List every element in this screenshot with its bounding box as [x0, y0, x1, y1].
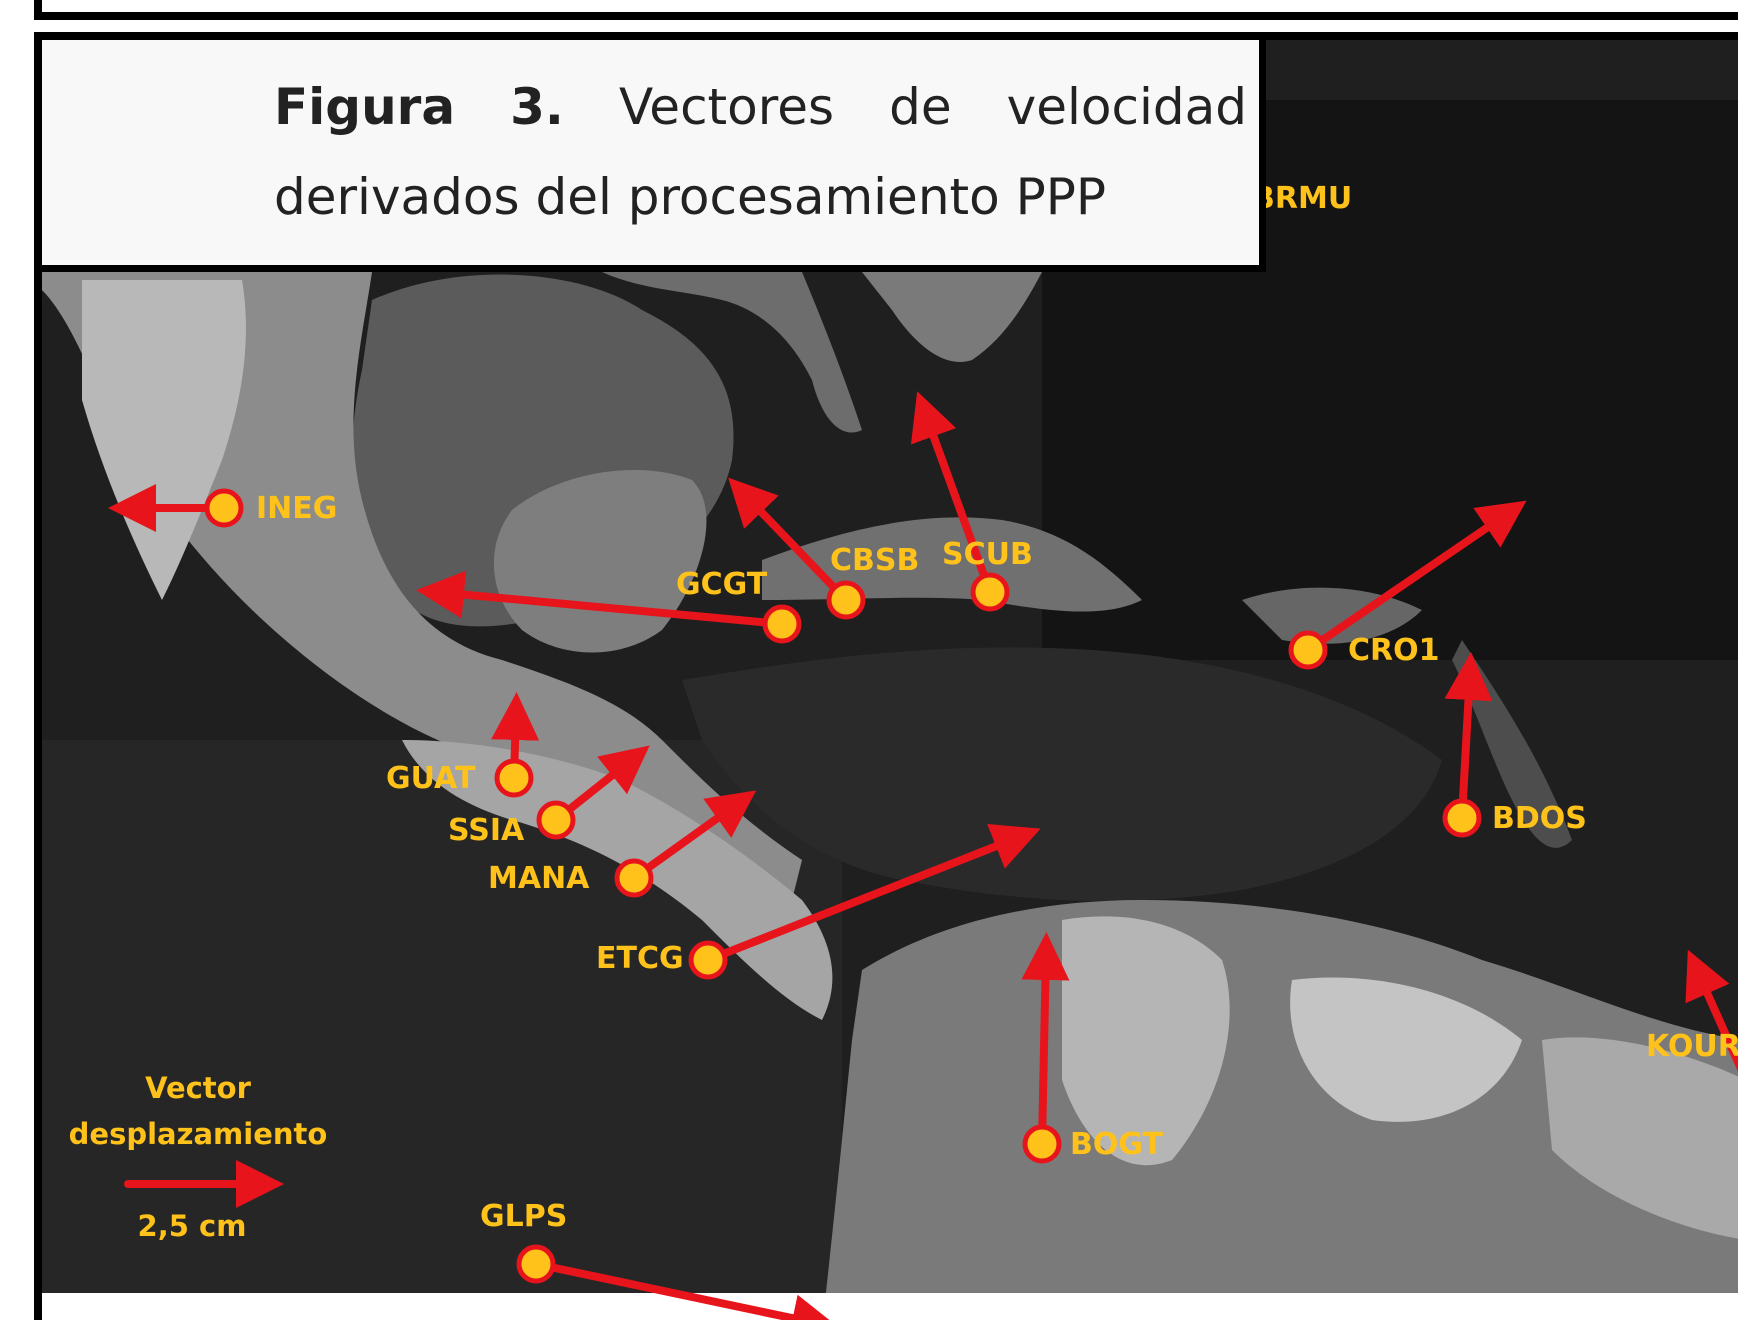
legend-line2: desplazamiento [69, 1117, 328, 1151]
venezuela-highlights [1290, 977, 1522, 1122]
station-label-brmu: BRMU [1252, 181, 1352, 216]
station-marker-gcgt [762, 604, 802, 644]
vector-scub [910, 391, 994, 596]
vector-gcgt [416, 570, 786, 628]
caption-word-2: de [889, 78, 952, 136]
caption-word-1: Vectores [618, 78, 835, 136]
station-marker-ineg [204, 488, 244, 528]
us-south-coast [862, 272, 1042, 362]
vector-etcg [704, 823, 1041, 964]
station-label-mana: MANA [488, 861, 590, 896]
station-label-etcg: ETCG [596, 941, 684, 976]
caribbean-sea [682, 647, 1442, 901]
vector-bogt [1021, 932, 1070, 1148]
caption-line-1: Figura 3. Vectores de velocidad [274, 78, 1247, 136]
station-label-bdos: BDOS [1492, 801, 1587, 836]
south-america-land [822, 900, 1738, 1320]
velocity-vectors [108, 40, 1738, 1320]
station-label-bogt: BOGT [1070, 1127, 1163, 1162]
caption-figure-number: 3. [510, 78, 564, 136]
station-marker-scub [970, 572, 1010, 612]
station-label-glps: GLPS [480, 1199, 567, 1234]
vector-cbsb [728, 477, 850, 604]
station-label-ineg: INEG [256, 491, 337, 526]
caption-line-2: derivados del procesamiento PPP [274, 168, 1107, 226]
station-marker-ssia [536, 800, 576, 840]
station-label-gcgt: GCGT [676, 567, 768, 602]
station-label-guat: GUAT [386, 761, 476, 796]
station-marker-mana [614, 858, 654, 898]
station-marker-guat [494, 758, 534, 798]
caption-figure-label: Figura [274, 78, 456, 136]
station-label-ssia: SSIA [448, 813, 525, 848]
andes-highlights [1062, 916, 1230, 1166]
guyana-highlights [1542, 1037, 1738, 1239]
yucatan-peninsula [493, 470, 707, 653]
station-label-cbsb: CBSB [830, 543, 919, 578]
mexico-highlands [82, 280, 246, 600]
vector-glps [532, 1260, 840, 1320]
station-marker-bogt [1022, 1124, 1062, 1164]
vector-mana [630, 790, 757, 882]
station-marker-cro1 [1288, 630, 1328, 670]
top-border-band [34, 0, 1738, 20]
station-marker-glps [516, 1244, 556, 1284]
figure-caption-box: Figura 3. Vectores de velocidad derivado… [42, 40, 1266, 272]
vector-cro1 [1304, 500, 1527, 654]
vector-bdos [1444, 652, 1493, 822]
station-marker-cbsb [826, 580, 866, 620]
bottom-strip [42, 1293, 1738, 1320]
station-marker-etcg [688, 940, 728, 980]
central-america-land [402, 740, 833, 1020]
florida-peninsula [602, 272, 862, 433]
legend-scale-label: 2,5 cm [138, 1209, 247, 1243]
legend-line1: Vector [145, 1071, 252, 1105]
station-label-kour: KOUR [1646, 1029, 1738, 1064]
caption-word-3: velocidad [1006, 78, 1247, 136]
station-label-scub: SCUB [942, 537, 1033, 572]
displacement-legend: Vector desplazamiento 2,5 cm [69, 1071, 328, 1243]
station-marker-bdos [1442, 798, 1482, 838]
station-label-cro1: CRO1 [1348, 633, 1440, 668]
figure-frame: BRMU INEG CBSB SCUB GCGT CRO1 GUAT SSIA … [34, 32, 1738, 1320]
station-labels: BRMU INEG CBSB SCUB GCGT CRO1 GUAT SSIA … [256, 181, 1738, 1234]
